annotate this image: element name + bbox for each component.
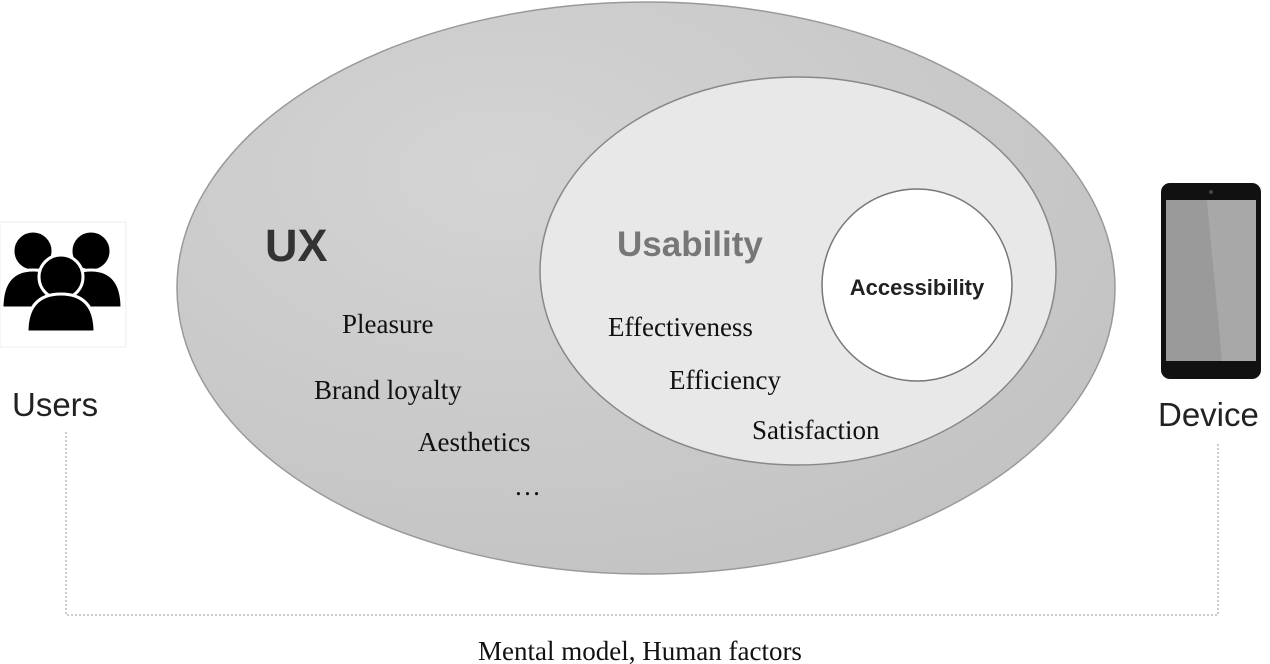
connector-label: Mental model, Human factors — [478, 636, 802, 664]
usability-title: Usability — [617, 225, 763, 264]
usability-item: Satisfaction — [752, 415, 880, 445]
ux-item: Brand loyalty — [314, 375, 462, 405]
connector-line — [65, 432, 1219, 616]
smartphone-icon — [1161, 183, 1261, 379]
device-label: Device — [1158, 396, 1259, 433]
ux-item: Aesthetics — [418, 427, 530, 457]
ux-title: UX — [265, 220, 328, 271]
users-label: Users — [12, 386, 98, 423]
users-group-icon — [0, 221, 127, 348]
ux-item: Pleasure — [342, 309, 433, 339]
accessibility-circle — [821, 188, 1013, 382]
usability-item: Effectiveness — [608, 312, 753, 342]
ux-item: … — [514, 471, 541, 501]
usability-item: Efficiency — [669, 365, 781, 395]
accessibility-title: Accessibility — [850, 275, 985, 300]
